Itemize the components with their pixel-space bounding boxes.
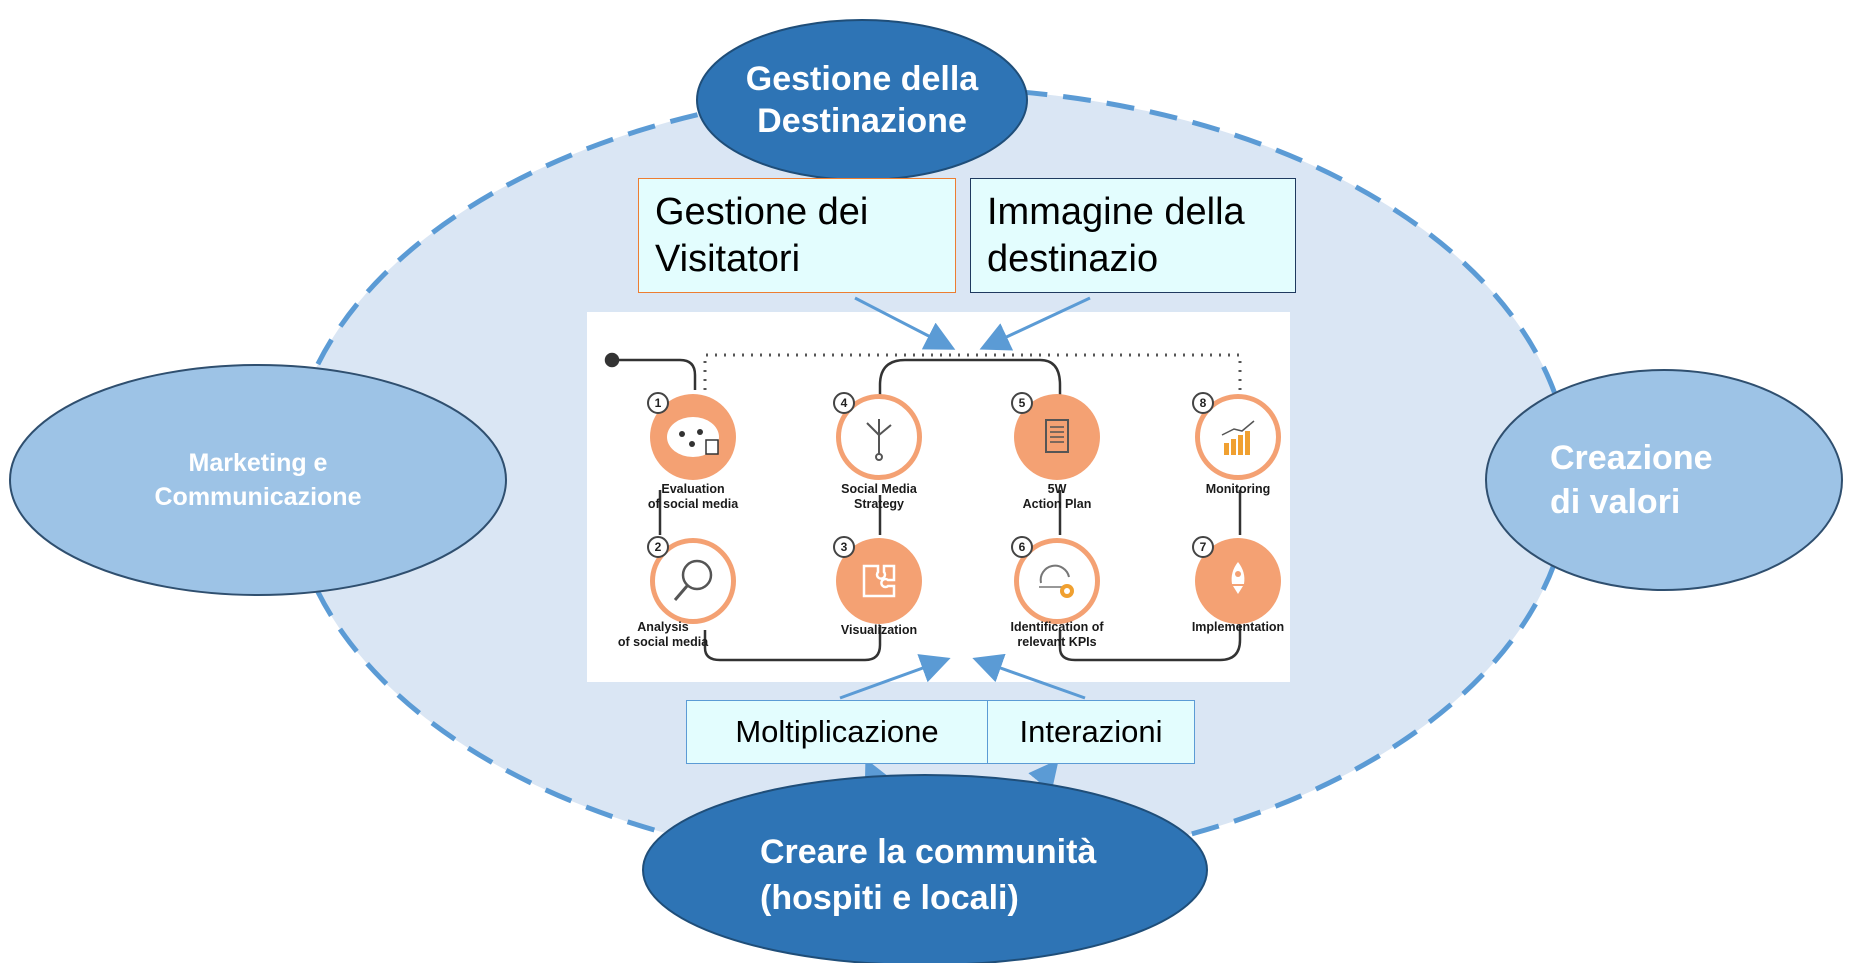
oval-top-line-2: Destinazione (757, 102, 967, 140)
box-interazioni: Interazioni (987, 700, 1195, 764)
box-interazioni-label: Interazioni (1019, 714, 1163, 749)
step-8-label: Monitoring (1153, 482, 1323, 497)
branching-arrows-icon (866, 419, 892, 461)
arrow-immagine (979, 296, 1091, 351)
social-media-map-icon (667, 417, 719, 457)
step-5-label-line-1: 5W (1047, 482, 1067, 496)
oval-top-label: Gestione della Destinazione (697, 40, 1027, 160)
process-flow-lines (604, 352, 1242, 662)
step-1-number: 1 (647, 392, 669, 414)
oval-left-label: Marketing e Communicazione (40, 420, 476, 540)
oval-bottom-line-2: (hospiti e locali) (760, 879, 1019, 917)
step-4-number: 4 (833, 392, 855, 414)
arrow-moltiplicazione (839, 654, 951, 700)
oval-top-line-1: Gestione della (745, 60, 979, 98)
step-5-label: 5W Action Plan (972, 482, 1142, 512)
box-immagine-line-2: destinazio (987, 238, 1159, 280)
magnifier-icon (673, 559, 713, 601)
box-moltiplicazione: Moltiplicazione (686, 700, 988, 764)
step-2-label: Analysis of social media (578, 620, 748, 650)
step-4-label-line-1: Social Media (841, 482, 917, 496)
oval-right (1485, 369, 1843, 591)
oval-bottom-label: Creare la communità (hospiti e locali) (720, 820, 1180, 930)
arrow-interazioni (972, 653, 1086, 700)
box-gestione-visitatori-line-2: Visitatori (655, 238, 801, 280)
step-1-label-line-2: of social media (647, 497, 739, 511)
step-2-label-line-1: Analysis (637, 620, 689, 634)
box-immagine-line-1: Immagine della (987, 191, 1245, 233)
oval-bottom (642, 774, 1208, 963)
step-6-label-line-1: Identification of (1010, 620, 1104, 634)
step-5-label-line-2: Action Plan (1022, 497, 1092, 511)
step-8-circle (1195, 394, 1281, 480)
oval-left-line-2: Communicazione (154, 483, 362, 511)
step-2-number: 2 (647, 536, 669, 558)
box-immagine-destinazione: Immagine della destinazio (970, 178, 1296, 293)
step-5-number: 5 (1011, 392, 1033, 414)
oval-left-line-1: Marketing e (188, 449, 328, 477)
gear-icon (1039, 564, 1074, 598)
step-4-label: Social Media Strategy (794, 482, 964, 512)
step-7-number: 7 (1192, 536, 1214, 558)
oval-right-line-1: Creazione (1550, 439, 1713, 477)
step-3-label-line-1: Visualization (840, 623, 918, 637)
oval-right-label: Creazione di valori (1530, 420, 1820, 540)
rocket-icon (1231, 562, 1245, 594)
step-1-label-line-1: Evaluation (661, 482, 725, 496)
document-icon (1045, 419, 1069, 453)
step-7-label: Implementation (1153, 620, 1323, 635)
step-1-label: Evaluation of social media (608, 482, 778, 512)
oval-bottom-line-1: Creare la communità (760, 833, 1097, 871)
oval-left (9, 364, 507, 596)
step-6-label: Identification of relevant KPIs (972, 620, 1142, 650)
step-1-circle (650, 394, 736, 480)
oval-right-line-2: di valori (1550, 483, 1681, 521)
step-2-label-line-2: of social media (617, 635, 709, 649)
bar-chart-icon (1221, 420, 1255, 455)
box-gestione-visitatori: Gestione dei Visitatori (638, 178, 956, 293)
arrow-visitatori (854, 296, 956, 350)
step-3-label: Visualization (794, 623, 964, 638)
box-gestione-visitatori-line-1: Gestione dei (655, 191, 869, 233)
step-6-label-line-2: relevant KPIs (1017, 635, 1097, 649)
step-6-number: 6 (1011, 536, 1033, 558)
step-7-label-line-1: Implementation (1191, 620, 1285, 634)
step-8-label-line-1: Monitoring (1205, 482, 1271, 496)
step-8-number: 8 (1192, 392, 1214, 414)
step-4-label-line-2: Strategy (853, 497, 905, 511)
puzzle-icon (862, 564, 896, 598)
step-3-number: 3 (833, 536, 855, 558)
connector-community-interazioni (1028, 759, 1059, 793)
box-moltiplicazione-label: Moltiplicazione (735, 714, 939, 749)
